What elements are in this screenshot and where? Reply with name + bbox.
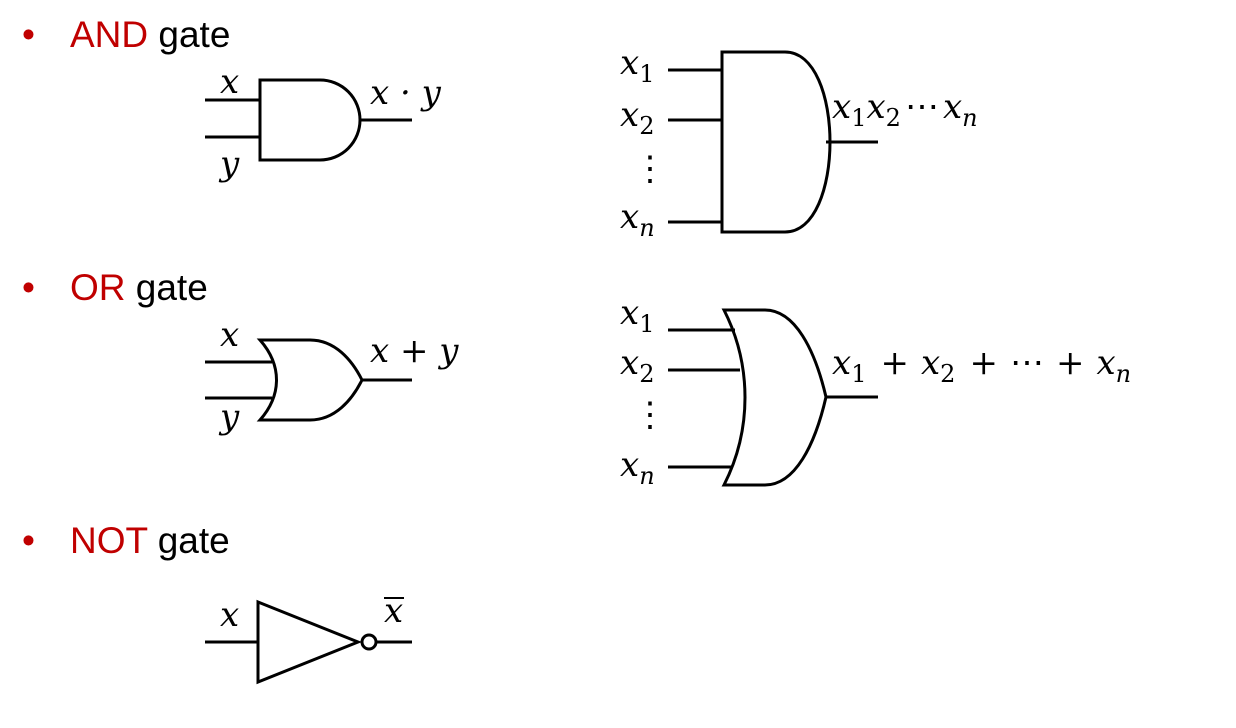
andn-input-n-label: xn [620,197,655,242]
orn-vdots: ⋮ [633,395,667,435]
orn-input-1-label: x1 [620,293,654,338]
sub-2: 2 [639,112,654,140]
var-x: x [620,293,639,333]
not-gate: x x [205,591,412,685]
or-keyword: OR [70,267,126,308]
plus: + [880,343,909,383]
or-input-y-label: y [218,397,240,437]
bullet-marker: • [22,267,35,308]
bullet-or-label: OR gate [70,267,208,308]
orn-output-label: x1+x2+⋯+xn [832,343,1131,388]
sub-1: 1 [851,360,866,388]
and-gate-2-input: x y x · y [205,62,442,184]
or-output-label: x + y [370,331,459,371]
bullet-not: • [22,520,35,561]
and-output-label: x · y [370,73,442,113]
andn-vdots: ⋮ [633,149,667,189]
andn-input-2-label: x2 [620,95,654,140]
not-gate-body [256,599,363,685]
bullet-and: • [22,14,35,55]
and-keyword: AND [70,14,148,55]
not-keyword: NOT [70,520,148,561]
bullet-or: • [22,267,35,308]
sub-1: 1 [639,60,654,88]
plus: + [1056,343,1085,383]
var-x: x [832,87,851,127]
var-x: x [620,343,639,383]
andn-input-1-label: x1 [620,43,654,88]
or-gate-2-input: x y x + y [205,315,459,437]
or-gate-body [256,338,364,422]
var-x: x [620,43,639,83]
not-output-label: x [384,591,403,631]
sub-2: 2 [639,360,654,388]
or-gate-word: gate [126,267,208,308]
orn-input-2-label: x2 [620,343,654,388]
var-x: x [832,343,851,383]
bullet-and-label: AND gate [70,14,230,55]
var-x: x [620,445,639,485]
var-x: x [620,197,639,237]
and-input-x-label: x [220,62,239,102]
ellipsis: ⋯ [1010,343,1044,383]
ellipsis: ⋯ [905,87,939,127]
not-bubble [360,633,378,651]
or-gate-n-input: x1 x2 ⋮ xn x1+x2+⋯+xn [620,293,1131,490]
var-x: x [943,87,962,127]
var-x: x [620,95,639,135]
sub-n: n [1116,360,1131,388]
sub-1: 1 [851,104,866,132]
not-input-label: x [220,595,239,635]
or-input-x-label: x [220,315,239,355]
sub-1: 1 [639,310,654,338]
var-x: x [866,87,885,127]
and-gate-body [258,78,362,162]
bullet-marker: • [22,520,35,561]
bullet-not-label: NOT gate [70,520,230,561]
var-x: x [921,343,940,383]
and-gate-n-input: x1 x2 ⋮ xn x1x2⋯xn [620,43,978,242]
sub-n: n [639,462,654,490]
not-gate-word: gate [147,520,229,561]
sub-n: n [639,214,654,242]
orn-gate-body [721,308,828,487]
andn-gate-body [720,50,832,234]
bullet-marker: • [22,14,35,55]
sub-2: 2 [940,360,955,388]
and-gate-word: gate [148,14,230,55]
orn-input-n-label: xn [620,445,655,490]
and-input-y-label: y [218,144,240,184]
andn-output-label: x1x2⋯xn [832,87,978,132]
sub-n: n [962,104,977,132]
var-x: x [1096,343,1115,383]
plus: + [969,343,998,383]
sub-2: 2 [886,104,901,132]
